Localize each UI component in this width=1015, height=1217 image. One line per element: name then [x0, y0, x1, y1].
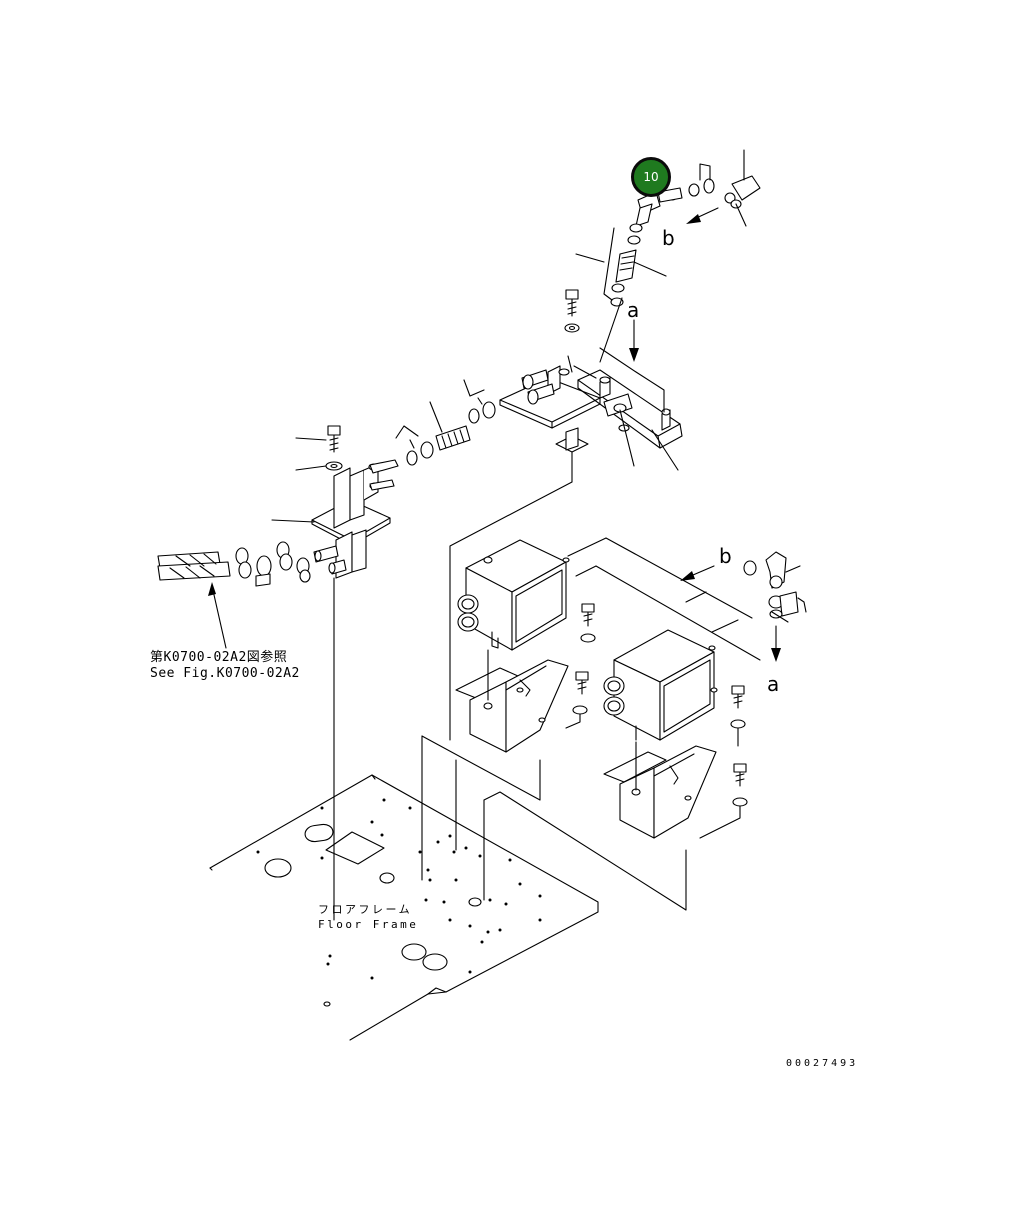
callout-number-badge[interactable]: 10 — [631, 157, 671, 197]
view-label-a-mid: a — [767, 672, 780, 696]
middle-hose-segment — [395, 379, 496, 466]
control-box-left — [455, 539, 596, 753]
floor-frame-label: フロアフレーム Floor Frame — [318, 902, 418, 932]
left-hose-clamps — [157, 541, 311, 649]
floor-frame-plate — [209, 774, 599, 1041]
view-label-b-mid: b — [719, 544, 732, 568]
control-box-right — [603, 629, 748, 839]
callout-number: 10 — [643, 170, 659, 184]
document-number: 00027493 — [786, 1058, 859, 1069]
left-pipe-bracket — [271, 425, 399, 579]
center-tee-manifold — [499, 289, 683, 483]
reference-note-jp: 第K0700-02A2図参照 — [150, 650, 288, 665]
view-label-a-top: a — [627, 298, 640, 322]
reference-note-en: See Fig.K0700-02A2 — [150, 666, 300, 681]
floor-frame-label-jp: フロアフレーム — [318, 903, 413, 916]
routing-lines — [333, 481, 761, 921]
right-elbow-fittings — [680, 551, 807, 662]
reference-note: 第K0700-02A2図参照 See Fig.K0700-02A2 — [150, 650, 300, 682]
floor-frame-label-en: Floor Frame — [318, 918, 419, 931]
upper-hose-segment — [575, 149, 761, 363]
view-label-b-top: b — [662, 226, 675, 250]
